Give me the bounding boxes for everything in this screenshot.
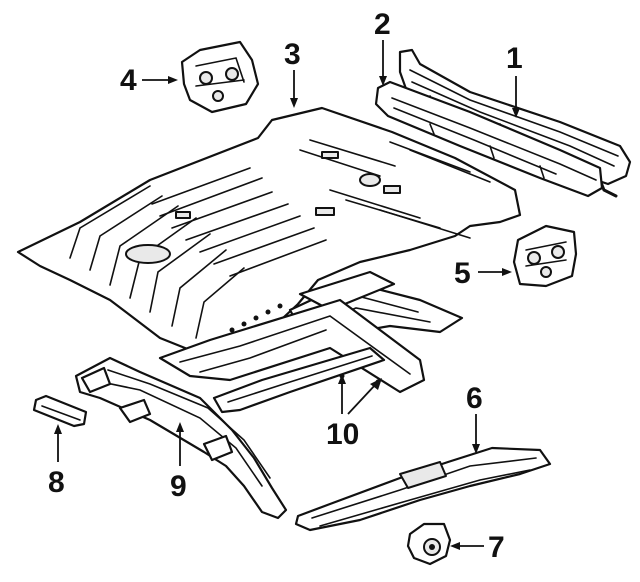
arrow-1 — [512, 108, 520, 118]
arrow-10a — [338, 374, 346, 384]
mount-bushing — [406, 522, 452, 566]
callout-labels: 1 2 3 4 5 6 7 8 9 10 — [48, 8, 523, 564]
arrow-9 — [176, 422, 184, 432]
callout-5: 5 — [454, 257, 471, 290]
arrow-8 — [54, 424, 62, 434]
bracket-side — [512, 224, 578, 288]
arrow-10b — [370, 378, 382, 390]
arrow-6 — [472, 444, 480, 454]
side-rail-extension — [374, 80, 604, 198]
arrow-7 — [450, 542, 460, 550]
rear-crossmember — [294, 446, 552, 532]
callout-8: 8 — [48, 466, 65, 499]
callout-10: 10 — [326, 418, 359, 451]
bracket-upper — [180, 40, 260, 114]
arrow-4 — [168, 76, 178, 84]
leader-10b — [347, 383, 377, 415]
reinforcement-plate — [32, 394, 88, 428]
callout-7: 7 — [488, 531, 505, 564]
crossmembers — [158, 270, 464, 414]
arrow-3 — [290, 98, 298, 108]
arrow-5 — [502, 268, 512, 276]
callout-2: 2 — [374, 8, 391, 41]
callout-6: 6 — [466, 382, 483, 415]
callout-9: 9 — [170, 470, 187, 503]
side-rail-left — [74, 356, 288, 520]
floor-pan — [16, 106, 522, 360]
callout-3: 3 — [284, 38, 301, 71]
leader-lines — [54, 40, 520, 550]
arrow-2 — [379, 76, 387, 86]
callout-4: 4 — [120, 64, 137, 97]
callout-1: 1 — [506, 42, 523, 75]
